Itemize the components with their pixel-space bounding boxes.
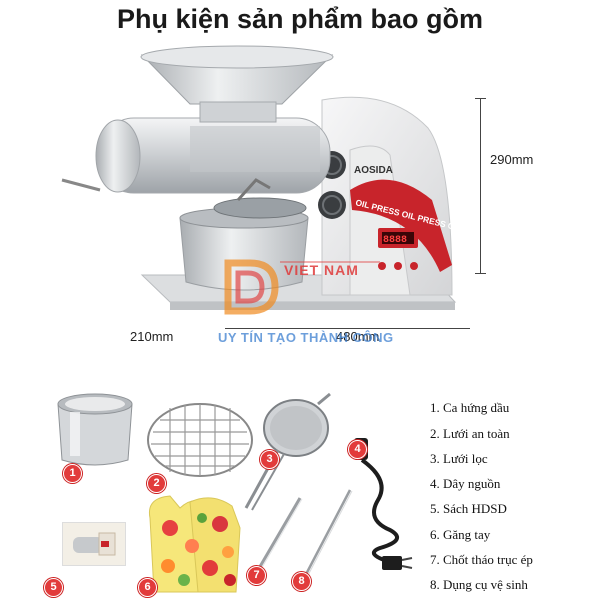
strainer-image [244,392,331,511]
depth-dimension-label: 210mm [130,329,174,344]
display-digits: 8888 [383,235,407,246]
machine-brand-label: AOSIDA [354,165,393,176]
accessory-badge-2: 2 [147,474,166,493]
watermark-logo [224,259,380,315]
accessory-label-manual: 5. Sách HDSD [430,501,507,516]
height-dimension-line [480,98,481,273]
accessory-label-oil-cup: 1. Ca hứng dầu [430,400,510,415]
accessory-badge-7: 7 [247,566,266,585]
accessory-label-safety-grid: 2. Lưới an toàn [430,426,510,441]
height-dimension-tick-bottom [475,273,486,274]
accessory-badge-4: 4 [348,440,367,459]
accessory-badge-5: 5 [44,578,63,597]
width-dimension-line [225,328,470,329]
accessory-badge-1: 1 [63,464,82,483]
accessory-label-power-cord: 4. Dây nguồn [430,476,501,491]
accessory-label-strainer: 3. Lưới lọc [430,451,488,466]
width-dimension-label: 480mm [336,329,380,344]
watermark-slogan: UY TÍN TẠO THÀNH CÔNG [218,330,394,345]
shaft-pin-image [256,497,303,572]
height-dimension-tick-top [475,98,486,99]
accessory-badge-3: 3 [260,450,279,469]
accessory-label-cleaning-tool: 8. Dụng cụ vệ sinh [430,577,528,592]
watermark-brand: VIET NAM [284,262,359,278]
accessory-label-gloves: 6. Găng tay [430,527,491,542]
accessory-badge-6: 6 [138,578,157,597]
accessory-label-shaft-pin: 7. Chốt tháo trục ép [430,552,533,567]
manual-book-image [62,522,126,566]
safety-grid-image [147,403,253,477]
gloves-image [148,495,241,593]
accessory-badge-8: 8 [292,572,311,591]
cleaning-tool-image [300,489,353,584]
oil-cup-image [57,393,133,466]
height-dimension-label: 290mm [490,152,534,167]
page-title: Phụ kiện sản phẩm bao gồm [116,4,484,34]
oil-press-machine-image: OIL PRESS OIL PRESS OIL PRESS AOSIDA 888… [61,45,493,310]
